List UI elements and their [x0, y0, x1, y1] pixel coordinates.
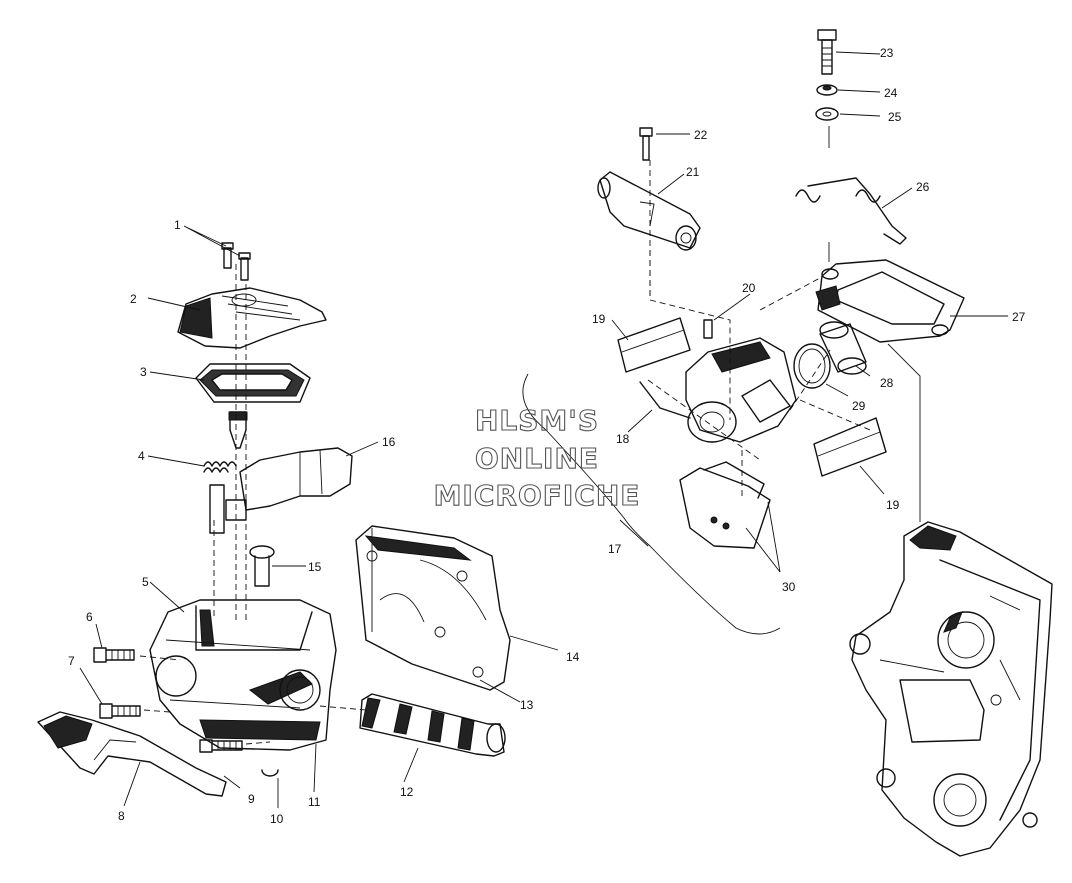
part-28-bushing: [819, 321, 867, 375]
callout-30: 30: [782, 580, 796, 594]
part-7-screw: [99, 703, 141, 719]
part-6-screw: [93, 647, 135, 663]
callout-16: 16: [382, 435, 396, 449]
callout-9: 9: [248, 792, 255, 806]
centerline: [789, 349, 831, 411]
centerline: [759, 277, 821, 311]
callout-numbers: 1 2 3 4 5 6 7 8 9 10 11 12 13 14 15 16 1…: [68, 46, 1026, 826]
plunger: [228, 411, 248, 449]
callout-22: 22: [694, 128, 708, 142]
part-18-hose: [639, 381, 691, 419]
leader-27-case: [887, 343, 921, 522]
callout-14: 14: [566, 650, 580, 664]
callout-8: 8: [118, 809, 125, 823]
centerline: [245, 741, 271, 745]
callout-28: 28: [880, 376, 894, 390]
watermark: HLSM'S ONLINE MICROFICHE: [433, 403, 641, 512]
callout-5: 5: [142, 575, 149, 589]
centerline: [139, 655, 181, 661]
callout-21: 21: [686, 165, 700, 179]
part-19-plate-top: [617, 317, 691, 373]
callout-7: 7: [68, 654, 75, 668]
callout-25: 25: [888, 110, 902, 124]
part-16-throttle-lever: [209, 447, 353, 534]
watermark-line-2: ONLINE: [475, 442, 599, 475]
part-29-oring: [793, 343, 831, 389]
part-21-fitting: [597, 171, 701, 251]
callout-18: 18: [616, 432, 630, 446]
callout-12: 12: [400, 785, 414, 799]
part-24-nut: [816, 84, 838, 96]
part-26-spring: [795, 177, 907, 245]
part-9-screw: [199, 739, 243, 753]
part-23-bolt: [817, 29, 837, 75]
watermark-line-1: HLSM'S: [475, 404, 599, 437]
callout-26: 26: [916, 180, 930, 194]
callout-3: 3: [140, 365, 147, 379]
part-2-cover: [177, 287, 327, 349]
part-3-gasket: [195, 363, 311, 403]
part-19-plate-bottom: [813, 417, 887, 477]
centerline: [649, 160, 731, 420]
callout-13: 13: [520, 698, 534, 712]
part-4-spring: [203, 461, 237, 473]
callout-6: 6: [86, 610, 93, 624]
callout-17: 17: [608, 542, 622, 556]
part-10-clip: [261, 769, 279, 777]
callout-27: 27: [1012, 310, 1026, 324]
callout-17-bracket: [522, 373, 781, 635]
brake-caliper: [685, 337, 797, 443]
callout-19-top: 19: [592, 312, 606, 326]
callout-15: 15: [308, 560, 322, 574]
centerline: [143, 709, 171, 713]
callout-20: 20: [742, 281, 756, 295]
callout-10: 10: [270, 812, 284, 826]
part-5-housing: [149, 599, 337, 751]
part-8-brake-lever: [37, 711, 227, 797]
part-15-pin: [249, 545, 275, 587]
centerline: [799, 399, 871, 431]
part-22-bolt: [639, 127, 653, 161]
callout-19-bottom: 19: [886, 498, 900, 512]
callout-11: 11: [308, 795, 321, 809]
callout-17-tick: [619, 519, 649, 547]
chaincase: [849, 521, 1053, 857]
part-30-brake-pads: [679, 461, 771, 549]
callout-4: 4: [138, 449, 145, 463]
part-25-washer: [815, 107, 839, 121]
callout-29: 29: [852, 399, 866, 413]
callout-2: 2: [130, 292, 137, 306]
centerline: [647, 379, 761, 461]
part-12-grip: [359, 693, 506, 757]
callout-24: 24: [884, 86, 898, 100]
part-13-cover: [355, 525, 511, 691]
part-20-screw: [703, 319, 713, 339]
centerline: [319, 705, 367, 711]
watermark-line-3: MICROFICHE: [434, 479, 641, 512]
leader-lines: [79, 51, 1008, 808]
part-27-bracket: [815, 259, 965, 343]
callout-1: 1: [174, 218, 181, 232]
callout-23: 23: [880, 46, 894, 60]
